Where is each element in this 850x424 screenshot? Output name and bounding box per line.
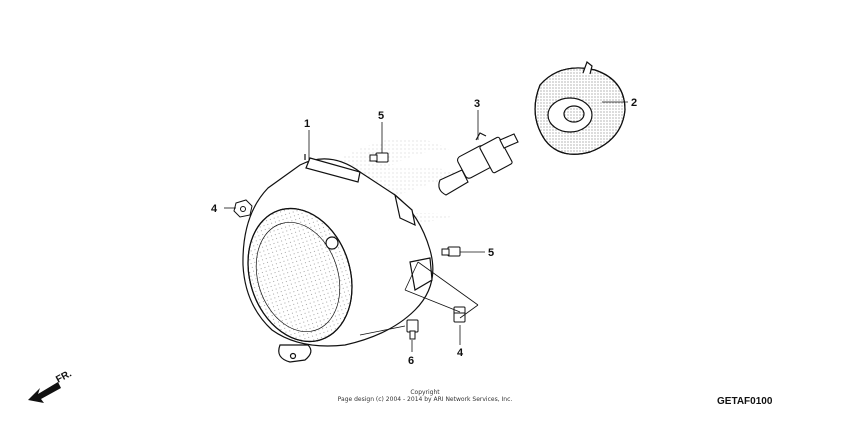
callout-4-left: 4 [211,203,218,215]
bolt-right[interactable] [441,246,461,257]
callout-1: 1 [304,118,310,130]
callout-2: 2 [631,97,637,109]
nut-left[interactable] [233,199,253,218]
diagram-code: GETAF0100 [717,396,773,407]
direction-label: FR. [54,368,74,385]
callout-6: 6 [408,355,414,367]
callout-3: 3 [474,98,480,110]
copyright-notice: Page design (c) 2004 - 2014 by ARI Netwo… [337,396,513,403]
callout-4-lower: 4 [457,347,464,359]
screw-lower[interactable] [406,319,419,340]
headlight-bulb[interactable] [438,132,519,196]
callout-5-upper: 5 [378,110,384,122]
leader-lines [224,101,628,352]
nut-lower[interactable] [453,306,466,323]
headlight-unit[interactable] [231,154,434,363]
headlight-cover[interactable] [534,61,626,155]
copyright-title: Copyright [410,389,440,396]
front-direction-arrow-icon: FR. [28,368,74,403]
callout-5-right: 5 [488,247,494,259]
